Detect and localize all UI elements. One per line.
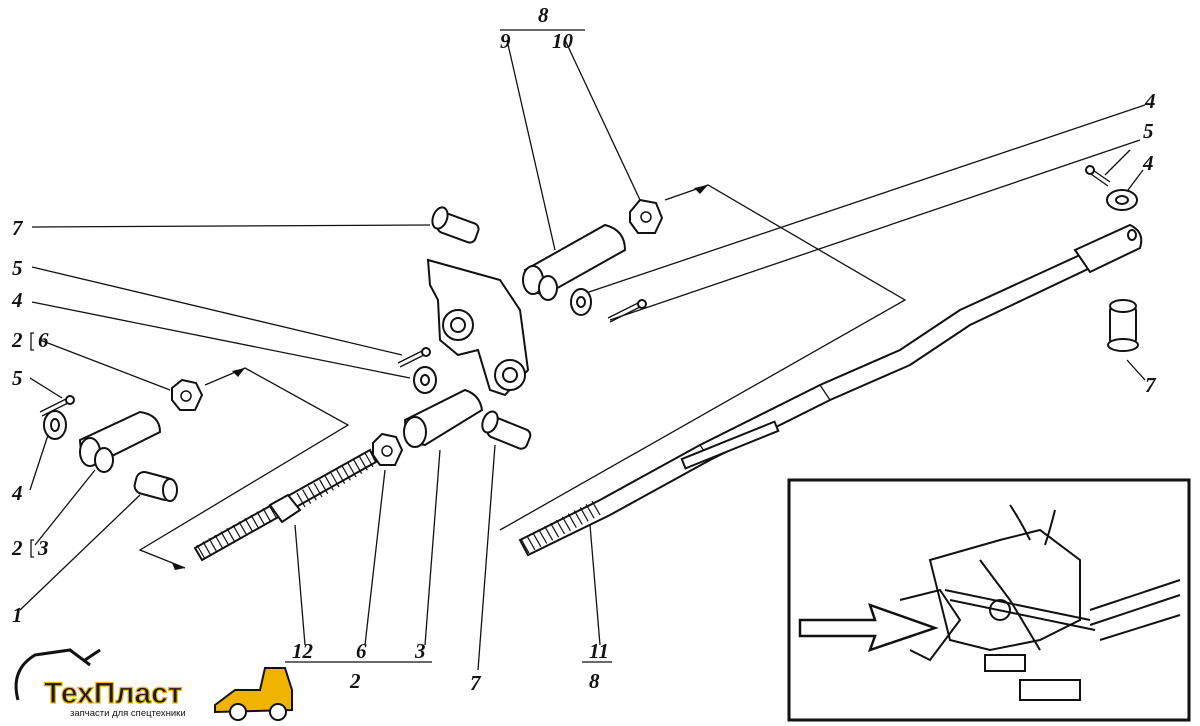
thread-mark (544, 526, 554, 541)
arrow-icon (798, 602, 939, 653)
callout-3-left: 3 (37, 536, 49, 560)
thread-mark (307, 486, 317, 501)
fork-3-center (403, 388, 484, 448)
thread-mark (208, 538, 218, 553)
thread-mark (302, 489, 312, 504)
thread-mark (550, 522, 560, 538)
thread-mark (358, 456, 368, 471)
nut-6-center (372, 432, 404, 466)
thread-mark (532, 532, 542, 547)
callout-4-left-2: 4 (11, 481, 23, 505)
washer-4-top (570, 288, 592, 316)
nut-6-left (171, 378, 204, 411)
thread-mark (220, 531, 230, 546)
callout-12: 12 (292, 639, 314, 663)
thread-mark (341, 466, 351, 481)
thread-mark (538, 529, 548, 544)
loader-icon (214, 667, 293, 721)
callout-6-left: 6 (38, 328, 49, 352)
thread-mark (196, 544, 206, 560)
cotter-pin-5-left (39, 395, 75, 417)
washer-4-center (413, 366, 437, 394)
inset-assembly-view (787, 478, 1191, 722)
callout-11: 11 (589, 639, 609, 663)
excavator-icon (14, 648, 101, 701)
washer-4-left (43, 410, 67, 440)
thread-mark (238, 521, 248, 536)
threaded-rod-12 (193, 448, 378, 562)
callout-5-left-2: 5 (12, 366, 23, 390)
callout-2-left-2: 2 (11, 536, 23, 560)
thread-mark (336, 469, 346, 484)
thread-mark (214, 534, 224, 550)
thread-mark (330, 472, 340, 488)
callout-1: 1 (12, 603, 23, 627)
callout-8-bottom: 8 (589, 669, 600, 693)
thread-mark (256, 511, 266, 526)
cotter-pin-5-right (1085, 165, 1111, 187)
pin-7-top (431, 206, 480, 244)
callout-10: 10 (552, 29, 574, 53)
callout-labels: 8 9 10 4 5 4 7 5 4 2 6 5 4 2 3 1 7 12 6 … (11, 3, 1157, 695)
long-rod-11 (518, 223, 1143, 557)
fork-9-top (522, 223, 627, 301)
callout-7-bottom: 7 (470, 671, 482, 695)
thread-mark (579, 507, 589, 522)
thread-mark (226, 528, 236, 543)
thread-mark (573, 510, 583, 525)
brand-logo: ТехПласт запчасти для спецтехники (14, 648, 293, 721)
cotter-pin-5-center (397, 347, 431, 368)
thread-mark (347, 462, 357, 478)
thread-mark (585, 503, 595, 519)
callout-5-top-right: 5 (1143, 119, 1154, 143)
thread-mark (561, 516, 571, 532)
thread-mark (232, 524, 242, 540)
thread-mark (319, 479, 329, 494)
callout-4-left: 4 (11, 288, 23, 312)
pin-7-middle (481, 410, 532, 450)
callout-3-bottom: 3 (414, 639, 426, 663)
thread-mark (202, 541, 212, 556)
thread-mark (250, 514, 260, 530)
callout-7-top-left: 7 (12, 216, 24, 240)
logo-name: ТехПласт (44, 677, 183, 710)
callout-8-top: 8 (538, 3, 549, 27)
callout-4-right: 4 (1142, 151, 1154, 175)
thread-mark (268, 504, 278, 520)
mounting-bracket (426, 258, 530, 397)
pin-7-right (1107, 299, 1139, 352)
callout-2-bottom: 2 (349, 669, 361, 693)
thread-mark (244, 518, 254, 533)
cotter-pin-5-top (607, 299, 647, 323)
thread-mark (353, 459, 363, 474)
callout-9: 9 (500, 29, 511, 53)
thread-mark (296, 492, 306, 508)
thread-mark (262, 508, 272, 523)
callout-2-left: 2 (11, 328, 23, 352)
logo-tagline: запчасти для спецтехники (70, 708, 186, 719)
thread-mark (591, 500, 601, 516)
fork-3-left (78, 410, 162, 473)
washer-4-right (1106, 189, 1138, 211)
pin-7-left (133, 470, 178, 502)
thread-mark (520, 538, 530, 554)
callout-6-bottom: 6 (356, 639, 367, 663)
callout-4-top-right: 4 (1144, 89, 1156, 113)
thread-mark (313, 482, 323, 498)
leader-lines (19, 29, 1146, 671)
thread-mark (324, 476, 334, 491)
callout-5-left: 5 (12, 256, 23, 280)
thread-mark (526, 535, 536, 551)
thread-mark (567, 513, 577, 528)
thread-mark (555, 519, 566, 535)
callout-7-right: 7 (1145, 373, 1157, 397)
thread-mark (364, 452, 374, 468)
nut-10 (629, 198, 664, 234)
